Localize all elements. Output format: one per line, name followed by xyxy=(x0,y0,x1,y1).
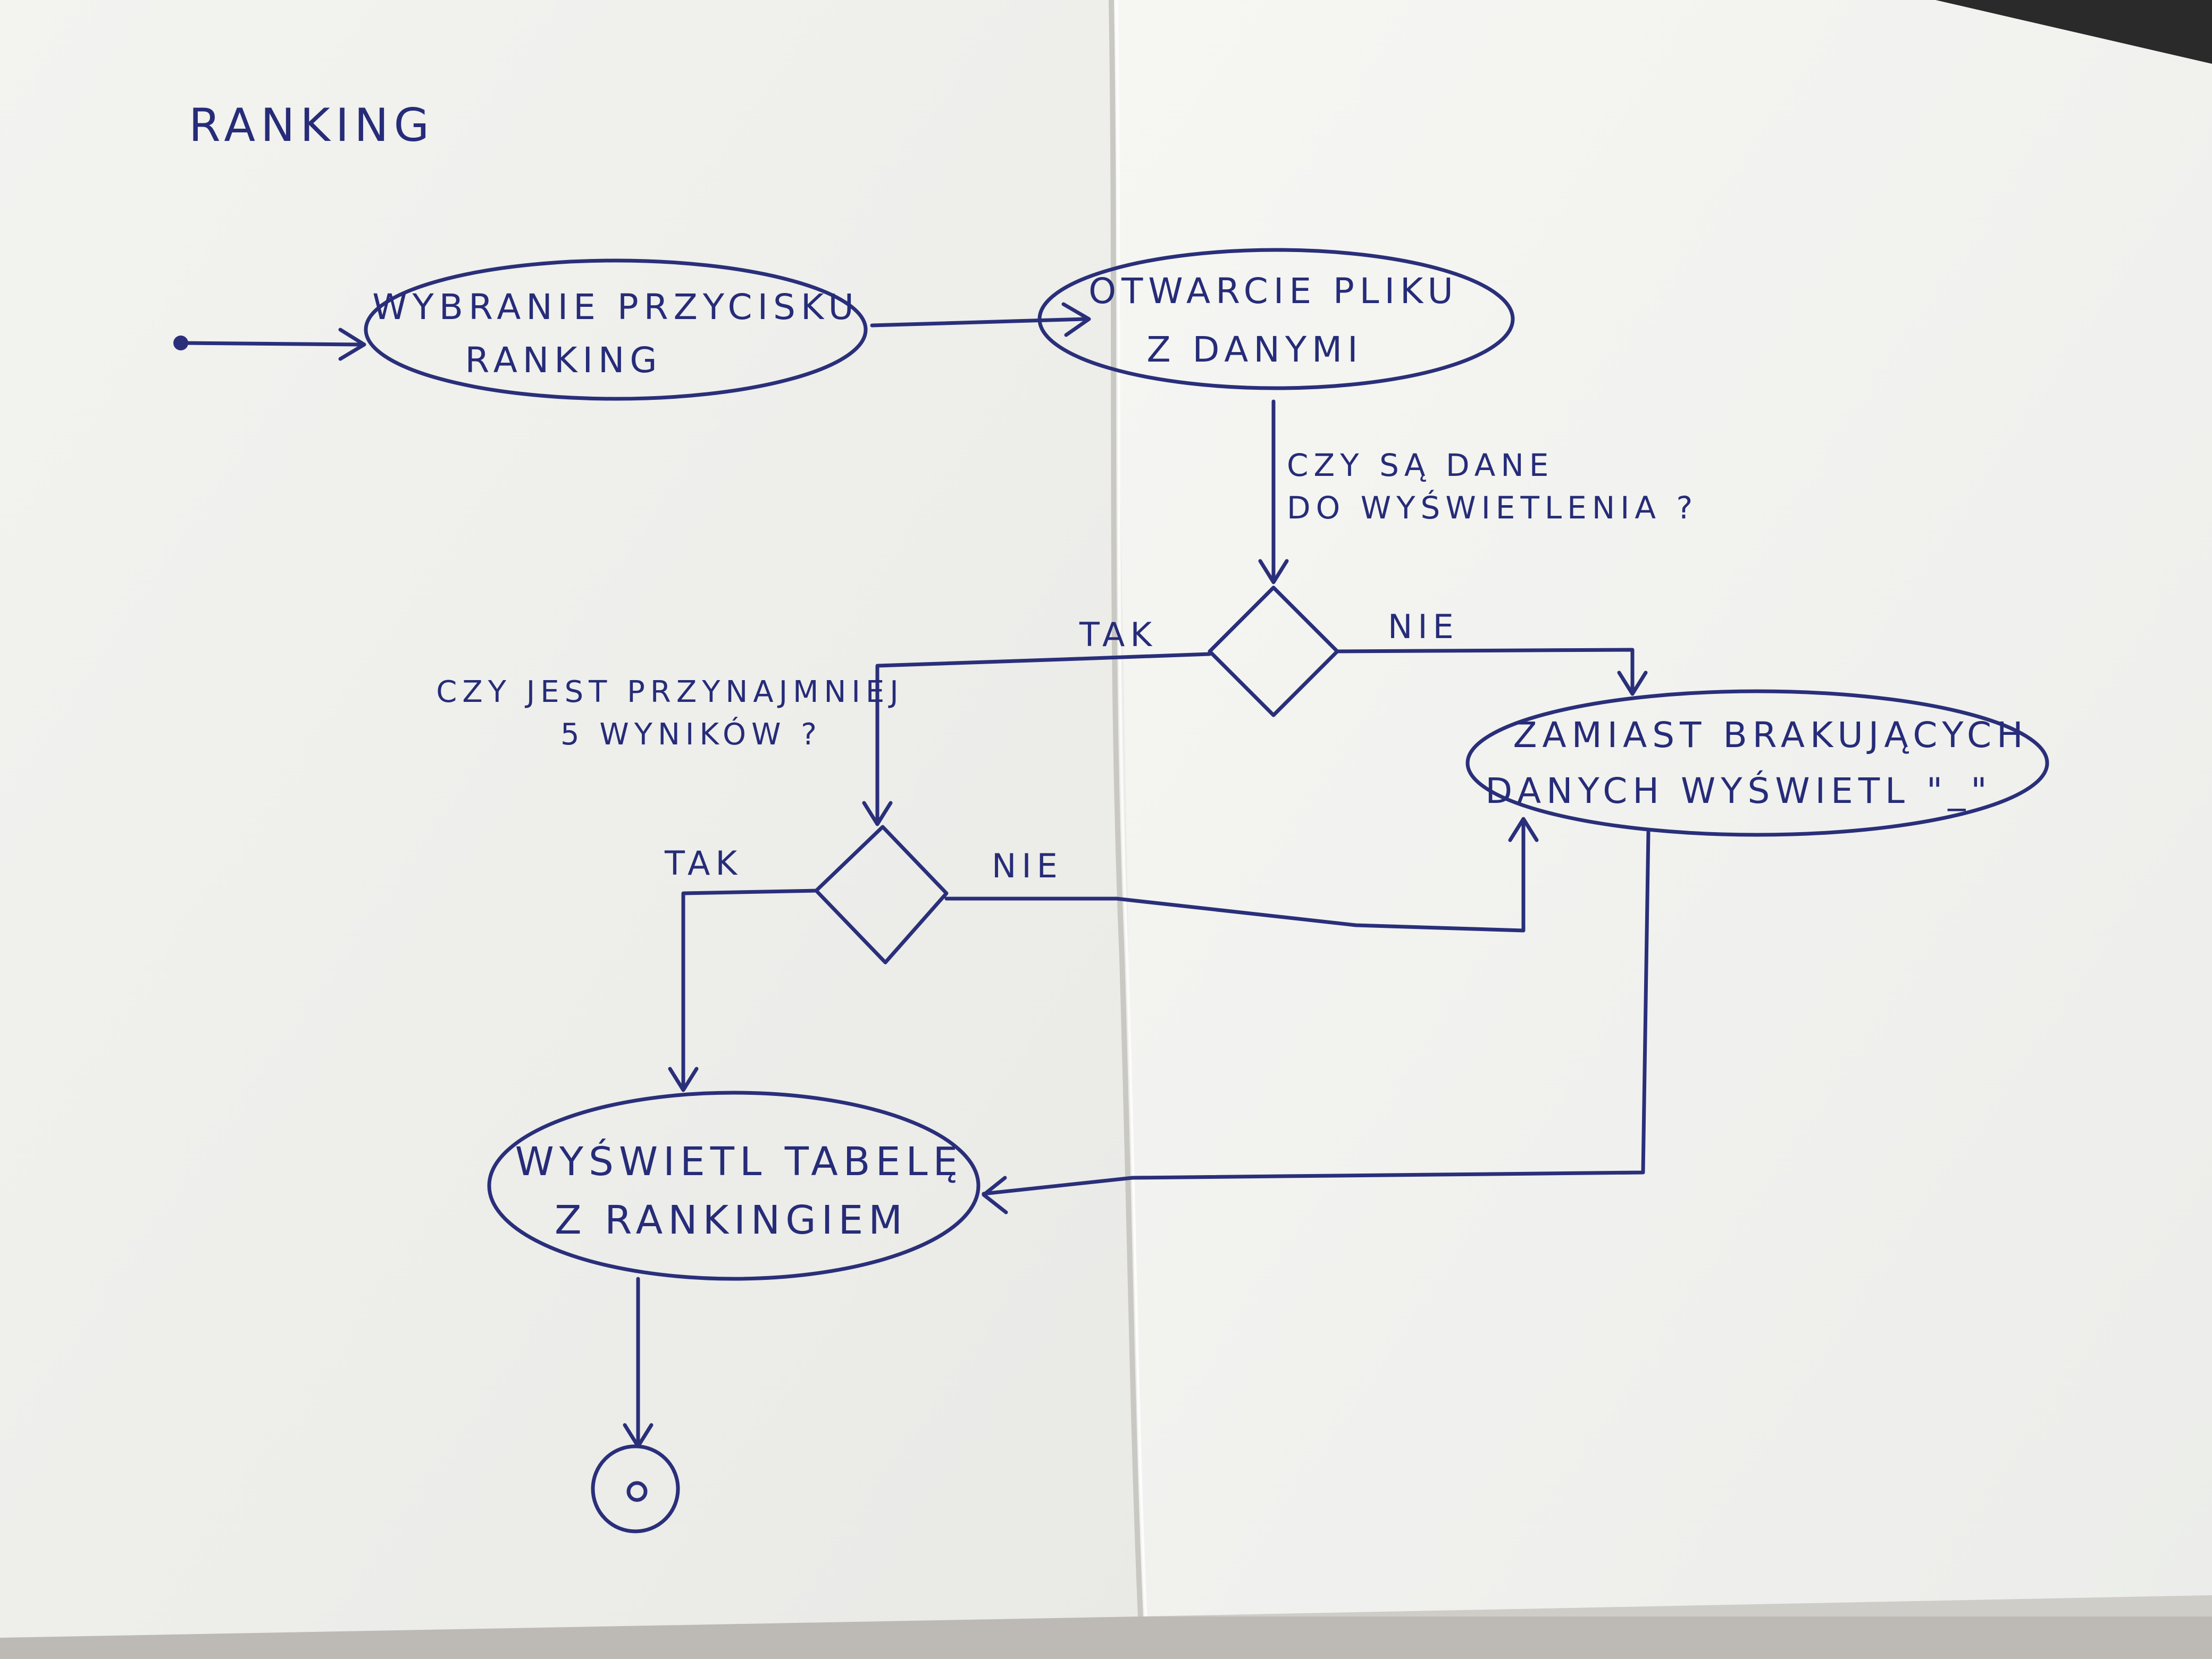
question-results-line2: 5 WYNIKÓW ? xyxy=(560,717,822,752)
edge-decision1-yes xyxy=(875,652,1212,824)
node-show-table-line2: Z RANKINGIEM xyxy=(555,1197,908,1243)
edge-action-to-open-file xyxy=(870,317,1087,328)
edge-label-d2-no: NIE xyxy=(992,847,1063,885)
node-start-action-line2: RANKING xyxy=(465,340,663,381)
node-missing-data-line1: ZAMIAST BRAKUJĄCYCH xyxy=(1513,715,2028,756)
node-missing-data-line2: DANYCH WYŚWIETL "_" xyxy=(1485,770,1992,811)
edge-label-d1-yes: TAK xyxy=(1079,615,1157,654)
arrowhead-show-table xyxy=(668,1067,699,1092)
node-open-file-line1: OTWARCIE PLIKU xyxy=(1088,271,1459,312)
edge-decision2-no xyxy=(944,819,1526,933)
final-node xyxy=(591,1444,680,1534)
edge-missing-data-to-show-table xyxy=(982,830,1650,1196)
edge-start-to-action xyxy=(179,341,364,347)
edge-label-d1-no: NIE xyxy=(1388,607,1459,646)
edge-label-d2-yes: TAK xyxy=(664,844,742,883)
decision-diamond-results xyxy=(814,825,949,965)
question-data-line2: DO WYŚWIETLENIA ? xyxy=(1287,489,1698,526)
node-start-action-line1: WYBRANIE PRZYCISKU xyxy=(372,287,859,328)
arrowhead-missing-data-top xyxy=(1617,671,1648,696)
node-missing-data xyxy=(1465,689,2049,837)
node-show-table xyxy=(487,1091,981,1281)
question-results-line1: CZY JEST PRZYNAJMNIEJ xyxy=(436,675,904,709)
question-data-line1: CZY SĄ DANE xyxy=(1287,447,1554,483)
node-open-file xyxy=(1037,248,1515,390)
arrowhead-start xyxy=(338,328,366,361)
node-open-file-line2: Z DANYMI xyxy=(1146,329,1363,370)
paper-right-half xyxy=(1111,0,2212,1616)
final-node-center xyxy=(626,1481,648,1502)
arrowhead-decision1 xyxy=(1258,559,1289,584)
paper-fold-line xyxy=(1109,0,1143,1617)
edge-decision1-no xyxy=(1335,648,1635,693)
arrowhead-open-file xyxy=(1061,302,1091,337)
diagram-title: RANKING xyxy=(189,99,434,152)
edge-decision2-yes xyxy=(681,889,818,1090)
arrowhead-decision2 xyxy=(862,801,893,826)
decision-diamond-data xyxy=(1208,585,1339,717)
node-show-table-line1: WYŚWIETL TABELĘ xyxy=(515,1138,963,1185)
node-start-action xyxy=(364,258,868,401)
arrowhead-missing-data-bottom xyxy=(1508,817,1539,842)
paper-left-half xyxy=(0,0,1141,1638)
arrowhead-show-table-right xyxy=(982,1176,1008,1214)
paper-fold-highlight xyxy=(1115,0,1147,1617)
